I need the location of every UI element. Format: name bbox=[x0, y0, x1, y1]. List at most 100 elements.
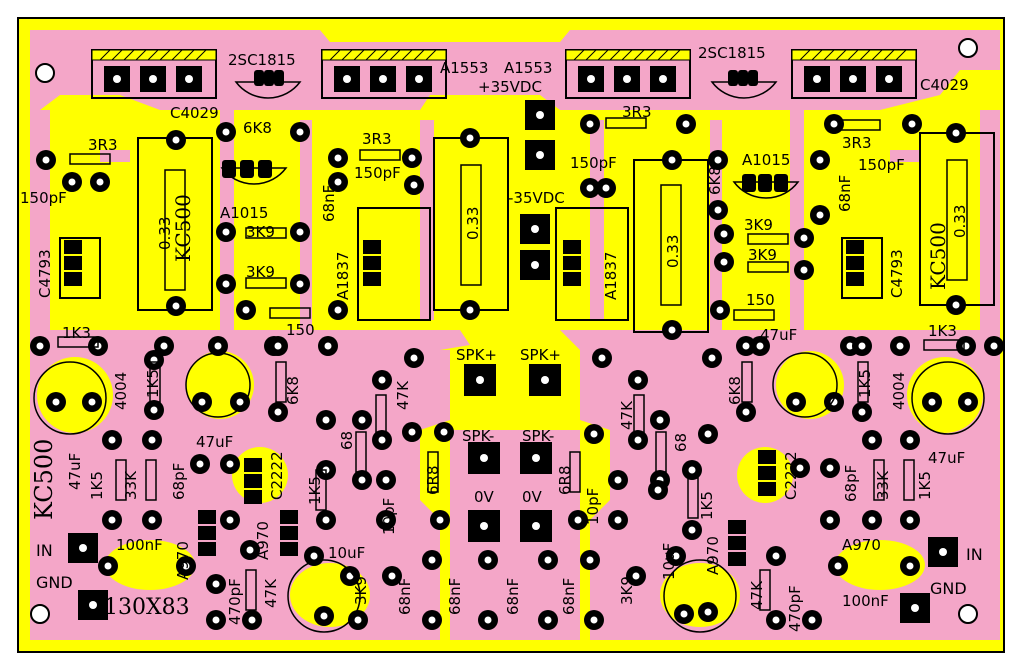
label-2sc1815-left: 2SC1815 bbox=[228, 51, 296, 69]
label-150-a: 150 bbox=[286, 321, 315, 339]
label-6k8-b: 6K8 bbox=[726, 376, 744, 405]
label-c2222-right: C2222 bbox=[782, 451, 800, 500]
label-c4793-right: C4793 bbox=[888, 249, 906, 298]
label-6k8-right-top: 6K8 bbox=[706, 166, 724, 195]
label-gnd-left: GND bbox=[36, 573, 73, 592]
label-10pf-b: 10pF bbox=[584, 488, 602, 525]
label-68nf-top-right: 68nF bbox=[836, 175, 854, 212]
label-6k8-a: 6K8 bbox=[284, 376, 302, 405]
heatsink-hatching bbox=[99, 49, 907, 61]
emitter-resistor-bodies bbox=[164, 159, 968, 306]
label-spk-pos-left: SPK+ bbox=[456, 346, 497, 364]
label-1k5-c: 1K5 bbox=[306, 476, 324, 505]
label-47k-a: 47K bbox=[394, 380, 412, 410]
label-zero-left: 0V bbox=[474, 488, 495, 506]
component-pads bbox=[30, 114, 1004, 630]
label-47uf-b: 47uF bbox=[196, 433, 233, 451]
label-4004-right: 4004 bbox=[890, 372, 908, 410]
power-pad-holes bbox=[113, 75, 893, 83]
label-1k5-b: 1K5 bbox=[88, 471, 106, 500]
label-3k9-bot-right: 3K9 bbox=[618, 576, 636, 605]
label-a1015-right: A1015 bbox=[742, 151, 790, 169]
label-4004-left: 4004 bbox=[112, 372, 130, 410]
label-470pf-right: 470pF bbox=[786, 585, 804, 632]
label-68-a: 68 bbox=[338, 431, 356, 450]
connector-pads bbox=[68, 100, 958, 623]
label-c4029-right: C4029 bbox=[920, 76, 969, 94]
label-a970-left-b: A970 bbox=[254, 521, 272, 560]
electrolytic-capacitors bbox=[33, 352, 985, 633]
silkscreen-labels: 2SC1815 2SC1815 A1553 A1553 +35VDC C4029… bbox=[20, 44, 983, 620]
label-c4029-left: C4029 bbox=[170, 104, 219, 122]
label-a970-right: A970 bbox=[842, 536, 881, 554]
rotated-labels: 0.33 KC500 0.33 0.33 0.33 KC500 68nF 68n… bbox=[36, 166, 969, 632]
label-47uf-vert: 47uF bbox=[66, 453, 84, 490]
label-68pf-left: 68pF bbox=[170, 463, 188, 500]
label-3r3-c: 3R3 bbox=[622, 103, 652, 121]
label-150pf-c: 150pF bbox=[570, 154, 617, 172]
label-spk-neg-left: SPK- bbox=[462, 427, 494, 445]
label-kc500-a: KC500 bbox=[171, 194, 195, 262]
label-100nf-left: 100nF bbox=[116, 536, 163, 554]
label-in-left: IN bbox=[36, 541, 53, 560]
label-3k9-b: 3K9 bbox=[246, 263, 275, 281]
to92-pads bbox=[64, 70, 864, 566]
label-1k5-a: 1K5 bbox=[144, 369, 162, 398]
label-68-b: 68 bbox=[672, 433, 690, 452]
label-spk-pos-right: SPK+ bbox=[520, 346, 561, 364]
connector-pad-holes bbox=[79, 111, 947, 612]
heatsink-tabs bbox=[91, 49, 917, 61]
label-100nf-right: 100nF bbox=[842, 592, 889, 610]
label-6r8-b: 6R8 bbox=[556, 465, 574, 495]
label-1k3-right: 1K3 bbox=[928, 322, 957, 340]
label-3r3-d: 3R3 bbox=[842, 134, 872, 152]
label-1k5-e: 1K5 bbox=[856, 369, 874, 398]
label-3r3-a: 3R3 bbox=[88, 136, 118, 154]
label-33k-right: 33K bbox=[874, 470, 892, 500]
label-150pf-a: 150pF bbox=[20, 189, 67, 207]
label-3k9-bot-left: 3K9 bbox=[352, 576, 370, 605]
label-spk-neg-right: SPK- bbox=[522, 427, 554, 445]
label-3k9-a: 3K9 bbox=[246, 223, 275, 241]
label-68nf-b3: 68nF bbox=[504, 578, 522, 615]
label-150pf-d: 150pF bbox=[858, 156, 905, 174]
label-033-b: 0.33 bbox=[464, 207, 482, 240]
label-a970-left-a: A970 bbox=[174, 541, 192, 580]
label-c4793-left: C4793 bbox=[36, 249, 54, 298]
label-33k-left: 33K bbox=[122, 470, 140, 500]
label-gnd-right: GND bbox=[930, 579, 967, 598]
label-033-c: 0.33 bbox=[664, 235, 682, 268]
label-033-d: 0.33 bbox=[951, 205, 969, 238]
label-a1553-left: A1553 bbox=[440, 59, 488, 77]
label-47uf-c: 47uF bbox=[928, 449, 965, 467]
label-47k-c: 47K bbox=[262, 578, 280, 608]
label-a1015-left: A1015 bbox=[220, 204, 268, 222]
label-3k9-c: 3K9 bbox=[744, 216, 773, 234]
label-vee: -35VDC bbox=[508, 189, 565, 207]
label-in-right: IN bbox=[966, 545, 983, 564]
label-6k8-top: 6K8 bbox=[243, 119, 272, 137]
label-68pf-right: 68pF bbox=[842, 465, 860, 502]
label-6r8-a: 6R8 bbox=[424, 465, 442, 495]
label-033-a: 0.33 bbox=[156, 217, 174, 250]
label-68nf-top: 68nF bbox=[320, 185, 338, 222]
label-10uf-right: 10uF bbox=[660, 543, 678, 580]
label-3k9-d: 3K9 bbox=[748, 246, 777, 264]
label-470pf-left: 470pF bbox=[226, 578, 244, 625]
label-150pf-b: 150pF bbox=[354, 164, 401, 182]
label-1k3-left: 1K3 bbox=[62, 324, 91, 342]
label-kc500-d: KC500 bbox=[926, 222, 950, 290]
label-68nf-b1: 68nF bbox=[396, 578, 414, 615]
label-47k-b: 47K bbox=[618, 400, 636, 430]
label-1k5-f: 1K5 bbox=[916, 471, 934, 500]
label-68nf-b4: 68nF bbox=[560, 578, 578, 615]
label-47k-d: 47K bbox=[748, 580, 766, 610]
mounting-holes bbox=[30, 38, 978, 624]
label-a1837-right: A1837 bbox=[602, 252, 620, 300]
label-3r3-b: 3R3 bbox=[362, 130, 392, 148]
label-board-size: 130X83 bbox=[104, 595, 190, 620]
label-2sc1815-right: 2SC1815 bbox=[698, 44, 766, 62]
label-zero-right: 0V bbox=[522, 488, 543, 506]
label-c2222-left: C2222 bbox=[268, 451, 286, 500]
